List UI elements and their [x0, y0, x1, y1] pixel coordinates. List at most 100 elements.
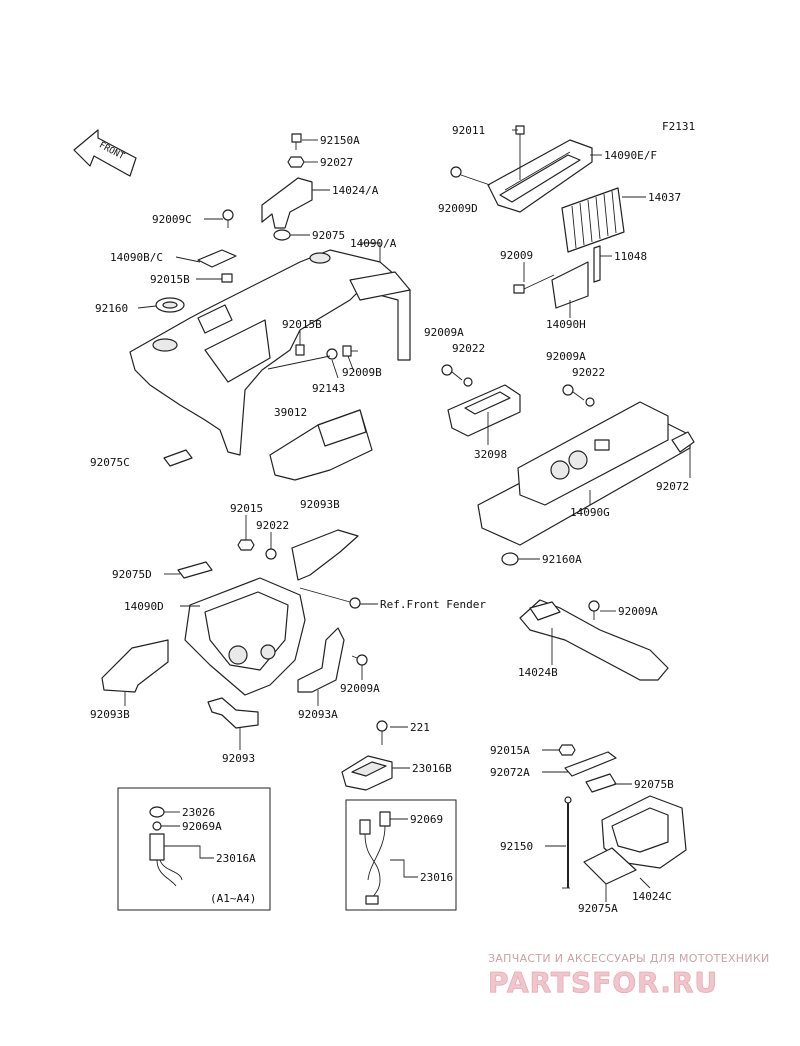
bolt-92009-part [513, 274, 555, 294]
nut-92027-part [287, 156, 305, 168]
grommet-92160-part [155, 297, 185, 313]
nut-92015-part [237, 539, 255, 551]
label-92009a-3: 92009A [618, 605, 658, 618]
label-ref-front-fender: Ref.Front Fender [380, 598, 486, 611]
label-23016a: 23016A [216, 852, 256, 865]
label-92160: 92160 [95, 302, 128, 315]
label-23016: 23016 [420, 871, 453, 884]
fuse-92069a-part [152, 821, 162, 831]
bracket-92093-part [207, 697, 259, 729]
label-92009c: 92009C [152, 213, 192, 226]
grille-14037-part [561, 187, 625, 253]
label-39012: 39012 [274, 406, 307, 419]
cover-14090a-part [129, 249, 411, 456]
cap-92075-part [273, 229, 291, 241]
label-92011: 92011 [452, 124, 485, 137]
label-23016b: 23016B [412, 762, 452, 775]
bracket-92093b-part [101, 639, 169, 693]
label-92009a-4: 92009A [340, 682, 380, 695]
label-32098: 32098 [474, 448, 507, 461]
label-92069: 92069 [410, 813, 443, 826]
label-11048: 11048 [614, 250, 647, 263]
leader-lines [124, 129, 691, 902]
part-labels: 92150A 92027 14024/A 92009C 92075 14090/… [90, 124, 689, 915]
plate-14090bc-part [197, 249, 237, 268]
label-92022-2: 92022 [572, 366, 605, 379]
watermark: ЗАПЧАСТИ И АКСЕССУАРЫ ДЛЯ МОТОТЕХНИКИ PA… [488, 952, 770, 999]
bolt-92009a-1-part [441, 364, 463, 381]
washer-92022-2-part [585, 397, 595, 407]
label-92022-3: 92022 [256, 519, 289, 532]
clip-92015b-2-part [295, 344, 305, 356]
bolt-92009c-part [222, 209, 234, 228]
bracket-32098-part [447, 384, 521, 437]
label-92015a: 92015A [490, 744, 530, 757]
bracket-14024c-part [601, 795, 687, 869]
figure-code: F2131 [662, 120, 695, 133]
label-92093b-2: 92093B [90, 708, 130, 721]
fuse-92069-part [379, 811, 391, 827]
bolt-92009d-part [450, 166, 491, 186]
label-92009d: 92009D [438, 202, 478, 215]
panel-14090g-part [477, 401, 695, 546]
label-14024a: 14024/A [332, 184, 379, 197]
label-92009: 92009 [500, 249, 533, 262]
pad-92075a-part [583, 847, 637, 885]
bolt-92009b-part [342, 345, 358, 357]
label-92143: 92143 [312, 382, 345, 395]
clip-92015b-part [221, 273, 233, 283]
washer-92022-3-part [265, 548, 277, 560]
bolt-92150a-part [291, 133, 302, 150]
label-92093b-1: 92093B [300, 498, 340, 511]
label-92015b-2: 92015B [282, 318, 322, 331]
bracket-14024b-part [519, 599, 669, 681]
cap-23026-part [149, 806, 165, 818]
label-92075c: 92075C [90, 456, 130, 469]
collar-92143-part [326, 348, 338, 360]
grommet-92160a-part [501, 552, 519, 566]
bracket-14024a-part [261, 177, 313, 229]
label-92015: 92015 [230, 502, 263, 515]
bolt-92009a-3-part [588, 600, 600, 620]
label-14090d: 14090D [124, 600, 164, 613]
label-92009a-2: 92009A [546, 350, 586, 363]
label-92009b: 92009B [342, 366, 382, 379]
watermark-brand: PARTSFOR.RU [488, 966, 718, 999]
label-92015b-1: 92015B [150, 273, 190, 286]
label-14037: 14037 [648, 191, 681, 204]
cover-14090ef-part [487, 139, 593, 213]
label-14090h: 14090H [546, 318, 586, 331]
label-92009a-1: 92009A [424, 326, 464, 339]
label-14090bc: 14090B/C [110, 251, 163, 264]
label-92075d: 92075D [112, 568, 152, 581]
label-92072a: 92072A [490, 766, 530, 779]
bolt-92009a-2-part [562, 384, 585, 401]
bracket-upper-part [291, 529, 359, 581]
bracket-11048-part [593, 245, 601, 283]
bolt-221-part [376, 720, 388, 745]
tray-14090d-part [184, 577, 306, 696]
label-92069a: 92069A [182, 820, 222, 833]
label-92150: 92150 [500, 840, 533, 853]
label-92075a: 92075A [578, 902, 618, 915]
label-92093a: 92093A [298, 708, 338, 721]
front-arrow-icon: FRONT [73, 129, 137, 177]
label-23026: 23026 [182, 806, 215, 819]
holder-23016a-part [149, 833, 183, 887]
kit-23016-box [345, 799, 457, 911]
nut-92015a-part [558, 744, 576, 756]
duct-39012-part [269, 409, 373, 481]
label-a1-a4: (A1~A4) [210, 892, 256, 905]
label-92072: 92072 [656, 480, 689, 493]
label-14090g: 14090G [570, 506, 610, 519]
label-92075b: 92075B [634, 778, 674, 791]
label-14090ef: 14090E/F [604, 149, 657, 162]
kit-23016a-box [117, 787, 271, 911]
bolt-92009a-4-part [351, 654, 368, 666]
harness-23016-part [359, 819, 386, 905]
label-92093: 92093 [222, 752, 255, 765]
label-92075: 92075 [312, 229, 345, 242]
label-14090a: 14090/A [350, 237, 397, 250]
label-221: 221 [410, 721, 430, 734]
